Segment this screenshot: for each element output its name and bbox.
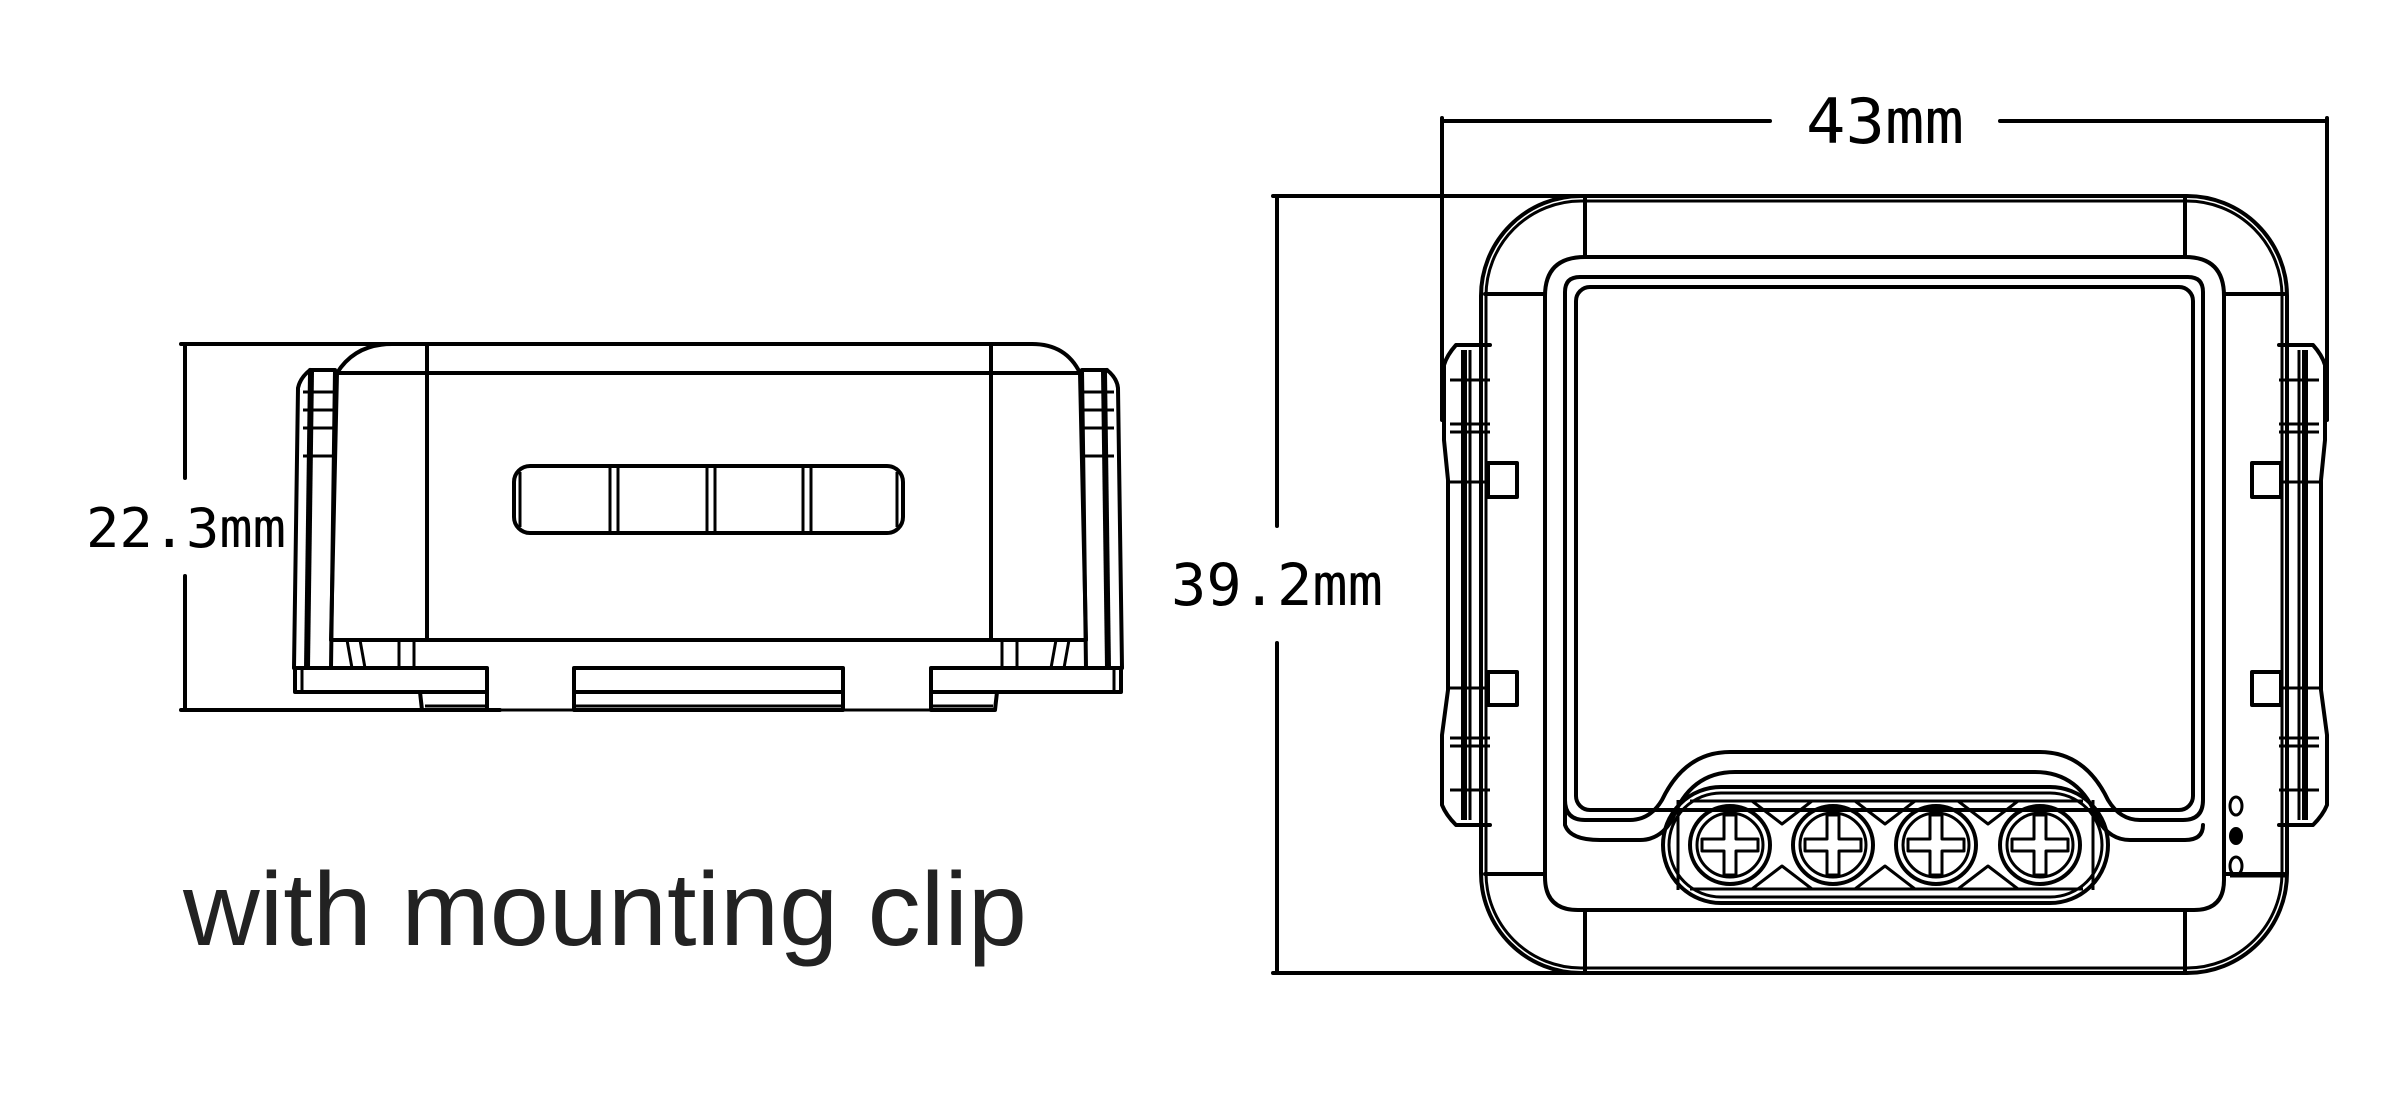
side-clip-left [292,368,337,670]
indicator-dots [2228,795,2287,878]
front-clip-left [1440,343,1519,827]
side-legs [345,639,1071,669]
side-body-top [335,342,1082,375]
height-dimension-side: 22.3mm [86,342,1034,712]
side-height-label: 22.3mm [86,497,286,560]
clip-tab [1486,670,1519,707]
housing [1479,194,2289,975]
side-window [512,464,905,535]
front-clip-right [2250,343,2329,827]
terminal-screw-3 [1894,804,1978,886]
front-window [1574,285,2195,812]
clip-tab [2250,461,2283,499]
terminal-screw-4 [1998,804,2082,886]
front-height-label: 39.2mm [1171,551,1383,619]
clip-tab [2250,670,2283,707]
height-dimension-front: 39.2mm [1171,194,1587,975]
front-frame-inner [1563,275,2205,822]
width-label: 43mm [1806,85,1964,158]
clip-tab [1486,461,1519,499]
terminal-block [1661,785,2110,905]
terminal-screw-1 [1688,804,1772,886]
side-view: 22.3mm [86,342,1124,712]
terminal-screw-2 [1791,804,1875,886]
side-clip-right [1080,368,1124,670]
front-frame-outer [1543,255,2226,912]
front-frame-lower [1563,770,2205,842]
side-base [293,666,1123,712]
front-view: 43mm 39.2mm [1171,85,2329,975]
caption: with mounting clip [182,852,1027,968]
